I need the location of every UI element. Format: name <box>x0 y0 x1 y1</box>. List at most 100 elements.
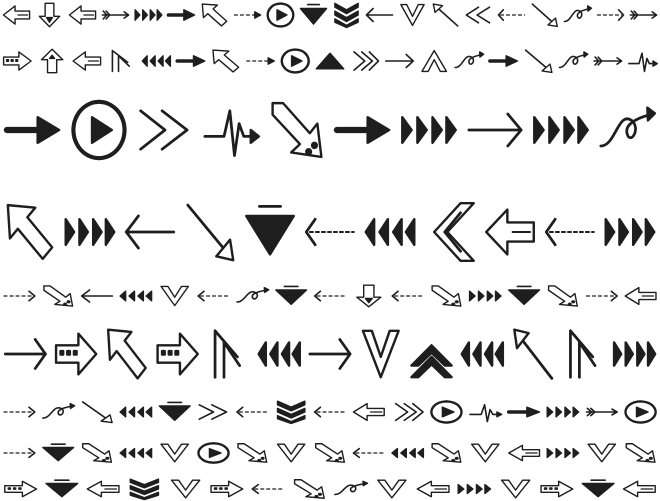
chevron-corner-icon <box>215 331 240 377</box>
dashed-arrow-left-icon <box>498 10 524 20</box>
feather-arrow-icon <box>586 408 617 415</box>
triangles-right-icon <box>402 117 455 143</box>
block-arrow-left-icon <box>353 404 384 421</box>
triangles-right-icon <box>547 407 578 417</box>
glyph-row <box>4 285 656 307</box>
chevron-v-icon <box>588 444 615 462</box>
line-arrow-right-icon <box>386 55 414 68</box>
dashed-arrow-left-icon <box>546 219 594 245</box>
feather-arrow-icon <box>630 11 656 19</box>
chevron-up-icon <box>422 51 446 72</box>
chevron-v-icon <box>161 286 188 305</box>
glyph-row <box>4 443 655 462</box>
chevron-stack-right-icon <box>396 404 423 421</box>
glyph-row <box>8 203 654 261</box>
chevrons-left-icon <box>466 7 489 23</box>
dashed-arrow-right-icon <box>597 10 623 20</box>
triangles-right-icon <box>470 291 501 301</box>
block-arrow-up-left-icon <box>8 205 52 259</box>
curly-arrow-icon <box>455 52 483 68</box>
solid-arrow-right-icon <box>7 117 59 143</box>
chevron-corner-icon <box>570 331 595 377</box>
block-arrow-left-icon <box>73 52 101 70</box>
dashed-arrow-left-icon <box>237 407 268 417</box>
block-arrow-down-right-icon <box>432 444 461 462</box>
curly-arrow-icon <box>601 108 655 146</box>
big-triangle-down-icon <box>159 402 190 420</box>
curly-arrow-icon <box>43 404 75 418</box>
block-arrow-left-icon <box>69 6 95 24</box>
block-arrow-down-right-icon <box>83 444 112 462</box>
glyph-row <box>5 479 655 499</box>
triangles-right-icon <box>458 485 490 494</box>
chevrons-right-icon <box>141 111 187 149</box>
dashed-arrow-right-icon <box>4 449 35 458</box>
block-arrow-down-right-icon <box>626 444 655 462</box>
circle-play-icon <box>431 401 461 422</box>
triangles-right-icon <box>547 449 578 458</box>
dashed-arrow-left-icon <box>392 291 423 301</box>
line-arrow-left-icon <box>82 290 113 302</box>
block-arrow-up-left-icon <box>202 4 226 26</box>
block-arrow-down-right-icon <box>295 480 325 498</box>
triangles-right-icon <box>534 117 587 143</box>
chevron-corner-icon <box>112 51 129 72</box>
dashed-arrow-right-icon <box>586 291 617 301</box>
dashed-arrow-right-icon <box>4 407 35 417</box>
block-arrow-right-icon <box>56 334 96 375</box>
block-arrow-up-left-icon <box>213 50 239 72</box>
block-arrow-left-icon <box>625 288 656 305</box>
triangles-right-icon <box>135 10 162 20</box>
chevron-v-icon <box>363 331 399 377</box>
line-arrow-right-icon <box>469 114 521 146</box>
block-arrow-left-icon <box>486 210 534 255</box>
chevron-v-icon <box>172 480 200 498</box>
chevrons-right-icon <box>199 405 226 419</box>
heartbeat-arrow-icon <box>470 405 502 422</box>
big-triangle-down-icon <box>276 286 307 304</box>
triangles-left-icon <box>120 291 151 301</box>
chevron-stack-up-icon <box>411 345 451 377</box>
block-arrow-left-icon <box>87 481 119 496</box>
chevron-stack-left-icon <box>434 203 474 261</box>
diagonal-arrow-icon <box>526 50 552 72</box>
chevron-stack-right-icon <box>354 52 378 70</box>
diagonal-arrow-icon <box>188 205 233 260</box>
dashed-arrow-left-icon <box>315 291 346 301</box>
chevron-v-icon <box>378 480 406 498</box>
diagonal-arrow-up-icon <box>514 330 552 379</box>
diagonal-arrow-icon <box>532 4 557 26</box>
feather-arrow-icon <box>102 11 128 19</box>
dotted-arrow-right-icon <box>247 58 275 64</box>
big-triangle-down-icon <box>246 206 294 254</box>
circle-play-icon <box>198 443 228 462</box>
diagonal-arrow-icon <box>83 402 112 423</box>
block-arrow-down-right-icon <box>238 444 267 462</box>
block-arrow-down-icon <box>357 285 381 307</box>
triangles-left-icon <box>259 342 300 365</box>
block-arrow-left-icon <box>509 445 540 460</box>
dashed-arrow-left-icon <box>306 219 354 245</box>
triangles-right-icon <box>614 342 655 365</box>
glyph-row <box>7 102 655 158</box>
triangles-left-icon <box>392 449 423 458</box>
solid-arrow-right-icon <box>490 56 518 66</box>
heartbeat-arrow-icon <box>629 53 657 71</box>
chevron-v-icon <box>472 444 499 462</box>
heartbeat-arrow-icon <box>205 111 259 156</box>
big-triangle-up-icon <box>316 53 344 69</box>
circle-play-icon <box>282 50 309 73</box>
block-arrow-right-icon <box>211 481 243 496</box>
triangles-right-icon <box>66 219 115 245</box>
block-arrow-left-icon <box>417 481 449 496</box>
glyph-row <box>4 401 656 423</box>
dashed-arrow-left-icon <box>252 485 284 494</box>
line-arrow-right-icon <box>310 340 350 369</box>
dashed-arrow-left-icon <box>353 449 384 458</box>
diagonal-arrow-up-icon <box>433 4 457 26</box>
block-arrow-right-icon <box>4 52 32 70</box>
block-arrow-up-left-icon <box>108 330 146 379</box>
block-arrow-down-right-icon <box>549 286 578 306</box>
chevron-v-icon <box>502 480 530 498</box>
